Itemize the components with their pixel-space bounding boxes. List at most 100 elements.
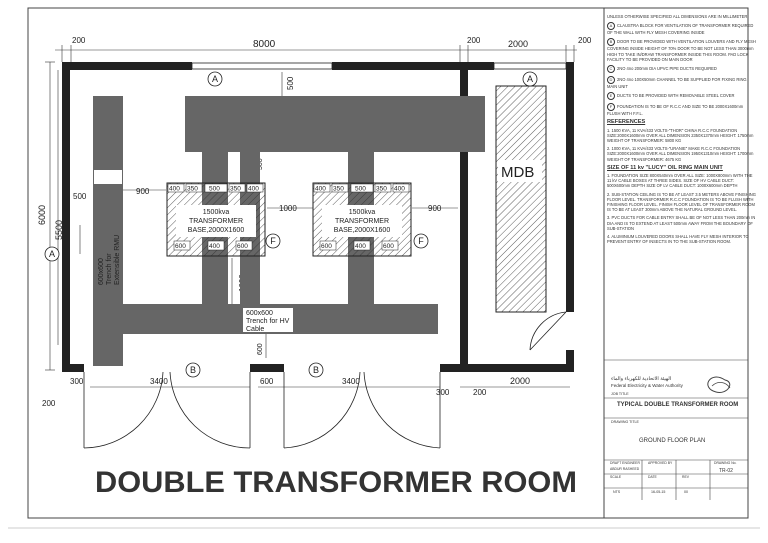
fewa-logo: [707, 376, 731, 393]
t2-label-3: BASE,2000X1600: [334, 227, 391, 234]
note-mark: C: [607, 65, 615, 74]
t1-label-2: TRANSFORMER: [189, 218, 243, 225]
t1-dim-1: 350: [187, 186, 198, 193]
t1-label-3: BASE,2000X1600: [188, 227, 245, 234]
rmu-trench-label: Trench for: [106, 253, 113, 285]
dim-trench-top: 500: [286, 76, 295, 90]
t2-dim-1: 350: [333, 186, 344, 193]
sheet-border: [27, 7, 749, 519]
marker-labels: A A A B B F F: [49, 74, 533, 375]
dim-top-right: 200: [578, 36, 592, 45]
date-value: 16-05-15: [651, 490, 666, 494]
dim-bottom-200-right: 200: [473, 388, 487, 397]
references-heading: REFERENCES: [607, 119, 646, 126]
drawing-no: TR-02: [719, 468, 733, 474]
doors: [83, 311, 567, 449]
dim-top-door: 2000: [508, 39, 528, 49]
drawing-title-label: DRAWING TITLE: [611, 420, 639, 424]
note-mark: B: [607, 38, 615, 47]
title-block: الهيئة الاتحادية للكهرباء والماء Federal…: [607, 360, 757, 500]
rmu-trench-size: 600x600: [98, 258, 105, 285]
rmu-heading: SIZE OF 11 kv "LUCY" OIL RING MAIN UNIT: [607, 164, 723, 171]
t1-bdim-2: 600: [237, 243, 248, 250]
dim-bottom-3400-right: 3400: [342, 377, 360, 386]
dim-trench-gap: 900: [136, 187, 150, 196]
dim-bottom-600: 600: [260, 377, 274, 386]
rmu-note-1: 1. FOUNDATION SIZE 800X540mm OVER ALL SI…: [607, 173, 753, 189]
rmu-note-3: 3. PVC DUCTS FOR CABLE ENTRY SHALL BE OF…: [607, 215, 756, 231]
authority-arabic: الهيئة الاتحادية للكهرباء والماء: [611, 376, 672, 382]
dim-bottom-200-left: 200: [42, 399, 56, 408]
t2-label-1: 1500kva: [349, 209, 376, 216]
t1-dim-2: 500: [209, 186, 220, 193]
dim-top-mid: 200: [467, 36, 481, 45]
marker-a-left: A: [49, 249, 55, 259]
dim-stub-500: 500: [257, 158, 264, 170]
dim-top-width: 8000: [253, 39, 276, 50]
note-mark: A: [607, 22, 615, 31]
mdb-panel: MDB: [495, 85, 547, 313]
date-label: DATE: [648, 475, 657, 479]
marker-b-left: B: [190, 365, 196, 375]
t1-dim-4: 400: [248, 186, 259, 193]
dim-stub-600: 600: [257, 343, 264, 355]
rmu-note-2: 2. SUB-STATION CEILING IS TO BE AT LEAST…: [607, 191, 756, 213]
t2-dim-0: 400: [315, 186, 326, 193]
note-text: FOUNDATION IS TO BE OF R.C.C AND SIZE TO…: [607, 104, 744, 117]
reference-1: 1. 1500 KVA, 11 KVA/433 VOLTS-"THOR" CHI…: [607, 127, 754, 144]
note-text: DUCTS TO BE PROVIDED WITH REMOVABLE STEE…: [617, 93, 735, 99]
drawn-value: ABDUR RASHEED: [610, 467, 640, 471]
dim-between-bases: 1000: [279, 204, 297, 213]
rmu-trench-label-2: Extensible RMU: [114, 235, 121, 285]
t2-bdim-0: 600: [321, 243, 332, 250]
dim-top-left: 200: [72, 36, 86, 45]
job-title: TYPICAL DOUBLE TRANSFORMER ROOM: [617, 402, 739, 408]
note-text: 2NO 4no 100X50mm CHANNEL TO BE SUPPLIED …: [607, 77, 747, 90]
t1-dim-0: 400: [169, 186, 180, 193]
marker-a-top-right: A: [527, 74, 533, 84]
note-mark: F: [607, 103, 615, 112]
t2-bdim-2: 600: [383, 243, 394, 250]
markers: [44, 71, 538, 378]
claustra-openings: [62, 62, 567, 301]
marker-f-left: F: [270, 236, 276, 246]
dim-right-gap: 900: [428, 204, 442, 213]
approved-label: APPROVED BY: [648, 461, 673, 465]
walls: [62, 62, 574, 372]
rev-label: REV: [682, 475, 689, 479]
dim-left-trench: 500: [73, 192, 87, 201]
t2-dim-4: 400: [394, 186, 405, 193]
marker-f-right: F: [418, 236, 424, 246]
drawing-title: GROUND FLOOR PLAN: [639, 438, 706, 444]
marker-b-right: B: [313, 365, 319, 375]
drawing-no-label: DRAWING No.: [714, 461, 737, 465]
t1-dim-3: 350: [230, 186, 241, 193]
t1-label-1: 1500kva: [203, 209, 230, 216]
rev-value: 00: [684, 490, 688, 494]
note-mark: E: [607, 92, 615, 101]
title-block-lines: [604, 359, 748, 500]
dim-bottom-300-left: 300: [70, 377, 84, 386]
dim-bottom-300-right: 300: [436, 388, 450, 397]
rmu-note-4: 4. ALUMINIUM LOUVERED DOORS SHALL HAVE F…: [607, 234, 749, 245]
reference-2: 2. 1000 KVA, 11 KVA/433 VOLTS-"URANIE" M…: [607, 146, 754, 162]
dim-left-inner: 5500: [54, 220, 64, 240]
t2-dim-2: 500: [355, 186, 366, 193]
t2-bdim-1: 400: [355, 243, 366, 250]
transformer-labels: 1500kva TRANSFORMER BASE,2000X1600 1500k…: [188, 209, 391, 234]
note-text: 2NO 4no 200mm DIA UPVC PIPE DUCTS REQUIR…: [617, 66, 717, 72]
top-dimension-lines: [45, 45, 577, 388]
transformer-sub-dims: 400 350 500 350 400 400 350 500 350 400 …: [167, 183, 410, 251]
dim-left-outer: 6000: [37, 205, 47, 225]
note-text: DOOR TO BE PROVIDED WITH VENTILATION LOU…: [607, 39, 756, 62]
trench-labels: 600x600 Trench for HV Cable 600x600 Tren…: [94, 170, 293, 333]
notes-panel: UNLESS OTHERWISE SPECIFIED ALL DIMENSION…: [607, 14, 757, 247]
drawn-label: DRAFT ENGINEER: [610, 461, 640, 465]
